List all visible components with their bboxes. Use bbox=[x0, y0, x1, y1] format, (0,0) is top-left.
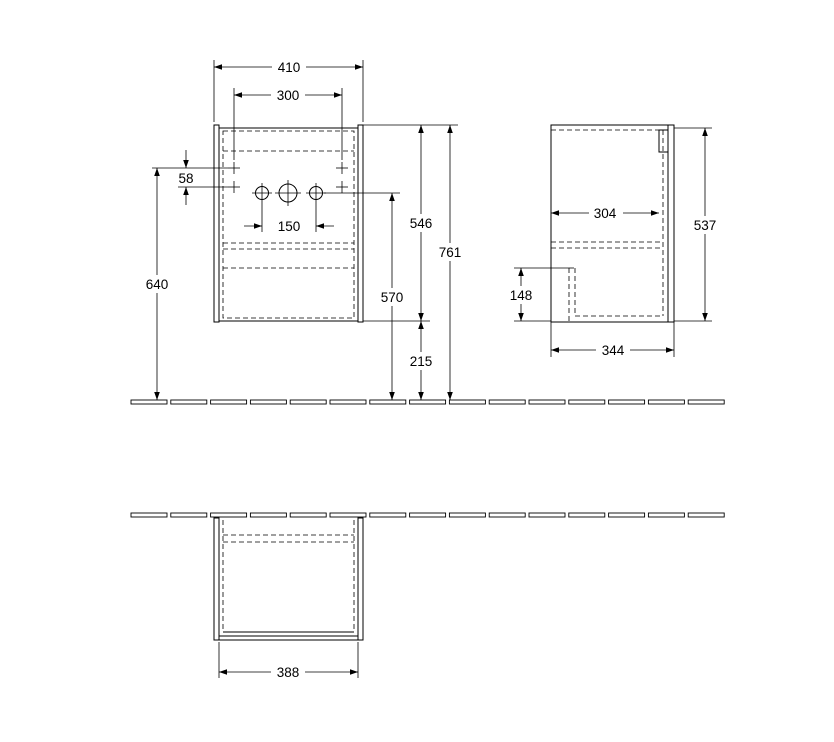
dimension-label: 304 bbox=[594, 206, 617, 221]
dimension-label: 388 bbox=[277, 665, 300, 680]
floor-tile bbox=[488, 399, 526, 405]
dimension-label: 640 bbox=[146, 277, 169, 292]
dimension-label: 537 bbox=[694, 218, 717, 233]
floor-tile bbox=[210, 399, 248, 405]
dimension-58: 58 bbox=[152, 150, 228, 205]
floor-tile bbox=[289, 399, 327, 405]
mounting-point-icon bbox=[228, 162, 348, 193]
dimension-label: 58 bbox=[178, 171, 193, 186]
floor-tile bbox=[329, 512, 367, 518]
floor-tile bbox=[369, 512, 407, 518]
dimension-label: 300 bbox=[277, 88, 300, 103]
floor-tile bbox=[409, 399, 447, 405]
dimension-761: 761 bbox=[434, 125, 466, 400]
dimension-304: 304 bbox=[551, 204, 659, 222]
dimension-388: 388 bbox=[218, 642, 359, 681]
dimension-640: 640 bbox=[141, 168, 173, 400]
tap-hole-icon bbox=[252, 180, 326, 206]
floor-tile bbox=[528, 399, 566, 405]
dimension-label: 215 bbox=[410, 354, 433, 369]
dimension-label: 344 bbox=[602, 343, 625, 358]
floor-tiles-top bbox=[130, 399, 725, 405]
dimension-label: 546 bbox=[410, 216, 433, 231]
floor-tile bbox=[448, 399, 486, 405]
floor-tile bbox=[289, 512, 327, 518]
dimension-148: 148 bbox=[505, 267, 569, 322]
floor-tile bbox=[608, 399, 646, 405]
floor-tile bbox=[170, 399, 208, 405]
top-view bbox=[213, 517, 364, 641]
dimension-300: 300 bbox=[233, 86, 343, 160]
side-view bbox=[550, 124, 675, 323]
dimension-537: 537 bbox=[674, 127, 721, 322]
front-view bbox=[213, 124, 400, 323]
floor-tile bbox=[687, 512, 725, 518]
floor-tile bbox=[687, 399, 725, 405]
dimension-label: 150 bbox=[278, 219, 301, 234]
floor-tile bbox=[608, 512, 646, 518]
floor-tile bbox=[568, 512, 606, 518]
floor-tile bbox=[647, 399, 685, 405]
dimension-label: 410 bbox=[278, 60, 301, 75]
floor-tile bbox=[568, 399, 606, 405]
floor-tile bbox=[448, 512, 486, 518]
dimension-410: 410 bbox=[213, 58, 364, 122]
floor-tile bbox=[329, 399, 367, 405]
floor-tile bbox=[130, 399, 168, 405]
dimension-label: 148 bbox=[510, 288, 533, 303]
floor-tile bbox=[130, 512, 168, 518]
floor-tile bbox=[170, 512, 208, 518]
dimension-215: 215 bbox=[405, 321, 437, 400]
dimension-344: 344 bbox=[550, 322, 675, 359]
dimension-150: 150 bbox=[244, 203, 334, 234]
dimension-546: 546 bbox=[363, 124, 458, 322]
floor-tile bbox=[210, 512, 248, 518]
floor-tile bbox=[249, 512, 287, 518]
dimension-570: 570 bbox=[376, 193, 408, 400]
floor-tile bbox=[528, 512, 566, 518]
dimension-label: 570 bbox=[381, 290, 404, 305]
dimension-label: 761 bbox=[439, 245, 462, 260]
floor-tiles-bottom bbox=[130, 512, 725, 518]
floor-tile bbox=[488, 512, 526, 518]
floor-tile bbox=[249, 399, 287, 405]
floor-tile bbox=[369, 399, 407, 405]
floor-tile bbox=[409, 512, 447, 518]
floor-tile bbox=[647, 512, 685, 518]
